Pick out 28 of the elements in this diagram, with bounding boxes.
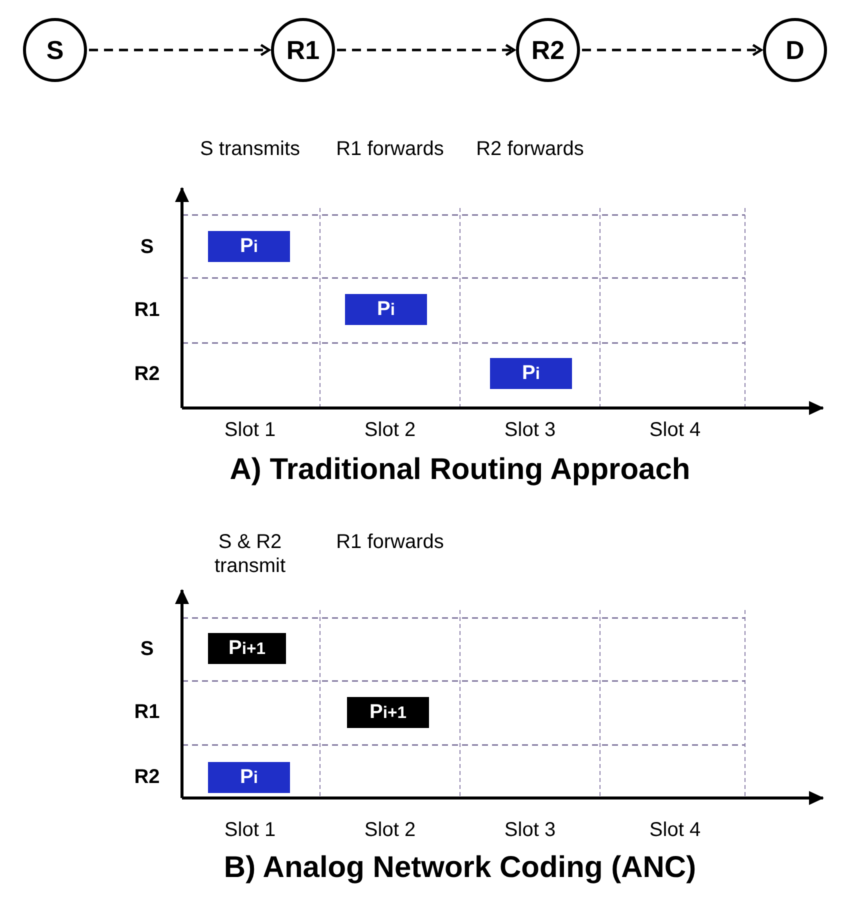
node-circle: S: [23, 18, 87, 82]
node-circle: D: [763, 18, 827, 82]
slot-label: Slot 2: [363, 418, 417, 442]
row-label: S: [139, 637, 155, 661]
dashed-arrow: [89, 44, 270, 56]
slot-label: Slot 4: [648, 818, 702, 842]
node-circle: R2: [516, 18, 580, 82]
column-header: S transmits: [198, 137, 302, 161]
dashed-arrow: [337, 44, 516, 56]
slot-label: Slot 2: [363, 818, 417, 842]
column-header: R1 forwards: [335, 530, 445, 554]
column-header: R2 forwards: [475, 137, 585, 161]
row-label: R1: [133, 298, 161, 322]
panel-caption: A) Traditional Routing Approach: [228, 452, 692, 488]
row-label: R1: [133, 700, 161, 724]
slot-label: Slot 1: [223, 418, 277, 442]
slot-label: Slot 3: [503, 818, 557, 842]
slot-label: Slot 3: [503, 418, 557, 442]
dashed-arrow: [582, 44, 762, 56]
column-header: S & R2 transmit: [213, 530, 287, 578]
column-header: R1 forwards: [335, 137, 445, 161]
slot-label: Slot 1: [223, 818, 277, 842]
panel-caption: B) Analog Network Coding (ANC): [222, 850, 698, 886]
node-circle: R1: [271, 18, 335, 82]
row-label: R2: [133, 362, 161, 386]
row-label: S: [139, 235, 155, 259]
row-label: R2: [133, 765, 161, 789]
slot-label: Slot 4: [648, 418, 702, 442]
